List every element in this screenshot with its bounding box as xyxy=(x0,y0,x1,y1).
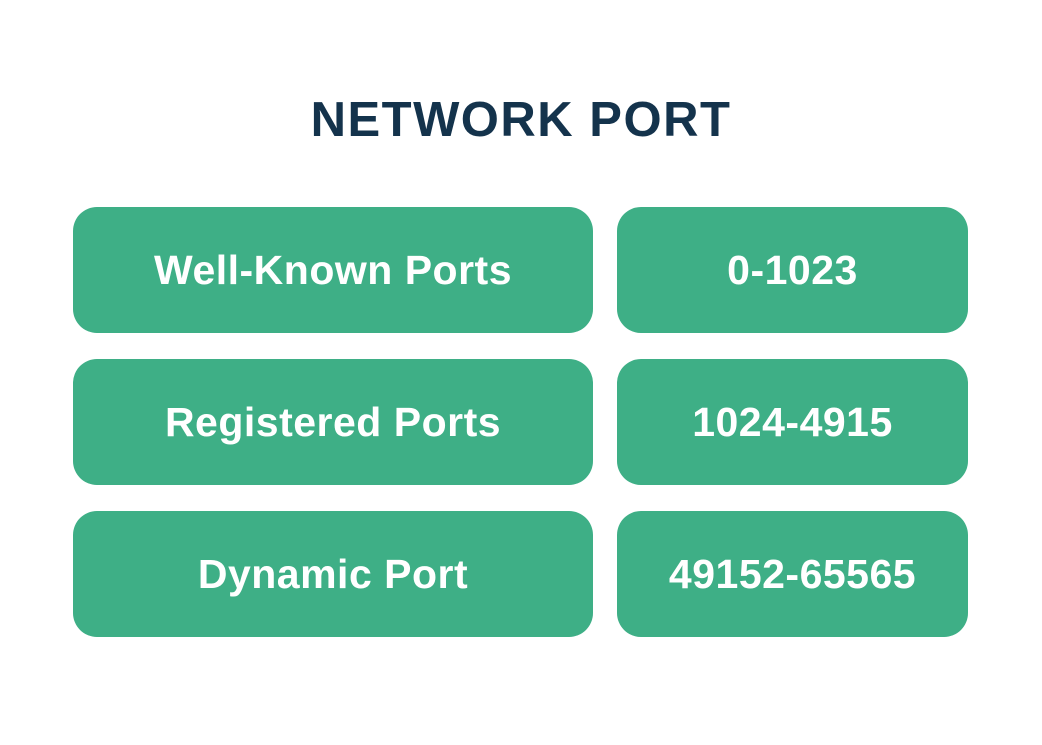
port-type-label: Dynamic Port xyxy=(197,550,469,597)
port-range-box-dynamic: 49152-65565 xyxy=(617,511,968,637)
port-range-box-registered: 1024-4915 xyxy=(617,359,968,485)
port-range-value: 49152-65565 xyxy=(668,550,917,597)
port-type-label: Registered Ports xyxy=(164,398,502,445)
port-type-box-well-known: Well-Known Ports xyxy=(73,207,593,333)
port-type-box-registered: Registered Ports xyxy=(73,359,593,485)
port-range-value: 1024-4915 xyxy=(692,398,893,445)
port-table: Well-Known Ports 0-1023 Registered Ports… xyxy=(73,207,968,637)
port-type-box-dynamic: Dynamic Port xyxy=(73,511,593,637)
port-range-box-well-known: 0-1023 xyxy=(617,207,968,333)
page-title: NETWORK PORT xyxy=(310,93,732,147)
port-type-label: Well-Known Ports xyxy=(153,246,513,293)
port-range-value: 0-1023 xyxy=(727,246,858,293)
